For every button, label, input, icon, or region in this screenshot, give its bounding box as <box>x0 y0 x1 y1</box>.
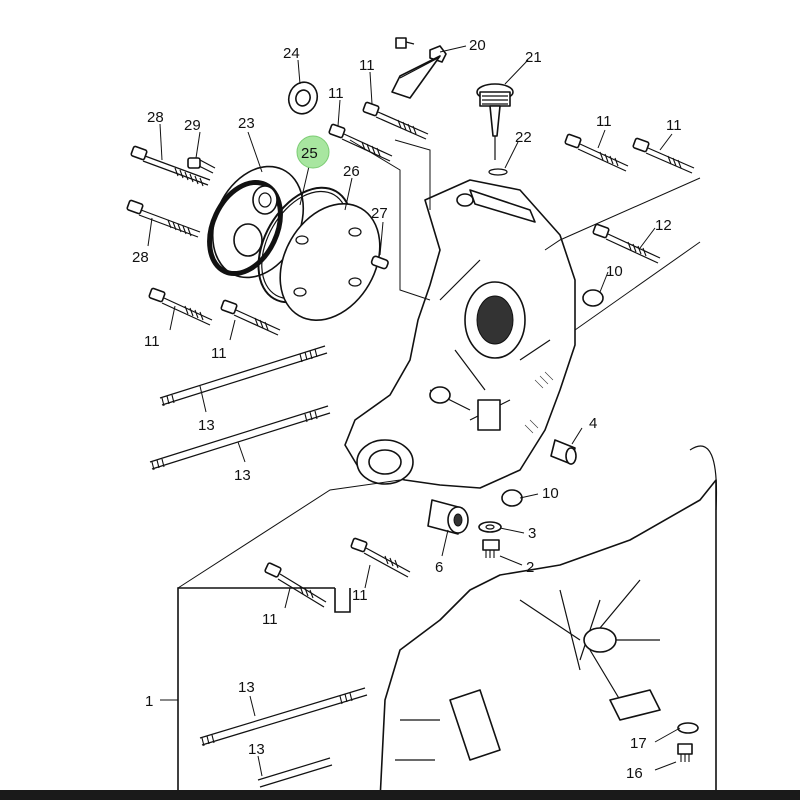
callout-27: 27 <box>371 205 388 222</box>
callout-13-d: 13 <box>248 741 265 758</box>
bolt-11-right-b <box>632 137 695 174</box>
dowel-pin-27 <box>370 255 389 270</box>
callout-labels: 24 20 21 11 11 28 29 23 25 26 27 22 11 1… <box>132 37 682 782</box>
crankcase-right-half <box>379 445 718 800</box>
bolt-11-lower-left <box>264 562 327 608</box>
bolt-16 <box>677 743 693 762</box>
callout-20: 20 <box>469 37 486 54</box>
callout-11-left-b: 11 <box>211 345 227 362</box>
callout-11-left-a: 11 <box>144 333 160 350</box>
callout-16: 16 <box>626 765 643 782</box>
callout-28-upper: 28 <box>147 109 164 126</box>
damper-6 <box>427 499 469 535</box>
stud-13-c <box>199 687 368 747</box>
callout-13-a: 13 <box>198 417 215 434</box>
o-ring-22 <box>488 168 508 176</box>
callout-2: 2 <box>526 559 534 576</box>
bushing-4 <box>550 439 577 465</box>
callout-28-lower: 28 <box>132 249 149 266</box>
callout-11-top-b: 11 <box>359 57 375 74</box>
bolt-11-top-b <box>362 101 429 140</box>
crankcase-cover-23 <box>207 165 305 279</box>
callout-23: 23 <box>238 115 255 132</box>
bolt-11-top-a <box>328 123 393 162</box>
callout-13-c: 13 <box>238 679 255 696</box>
bolt-29 <box>187 157 216 174</box>
callout-22: 22 <box>515 129 532 146</box>
bolt-28-lower <box>126 199 201 238</box>
callout-1: 1 <box>145 693 153 710</box>
bolt-11-left-a <box>148 287 213 326</box>
highlight-25 <box>296 135 330 169</box>
callout-13-b: 13 <box>234 467 251 484</box>
crankcase-left-half <box>344 179 576 489</box>
callout-11-lower-left: 11 <box>262 611 278 628</box>
callout-12: 12 <box>655 217 672 234</box>
washer-3 <box>478 521 502 533</box>
callout-10-upper: 10 <box>606 263 623 280</box>
callout-21: 21 <box>525 49 542 66</box>
bottom-border <box>0 790 800 800</box>
bolt-20 <box>391 37 447 99</box>
dipstick-21 <box>476 83 514 160</box>
callout-4: 4 <box>589 415 597 432</box>
oil-seal-24 <box>287 81 319 115</box>
washer-17 <box>677 722 699 734</box>
bolt-28-upper <box>130 145 211 187</box>
callout-26: 26 <box>343 163 360 180</box>
callout-6: 6 <box>435 559 443 576</box>
callout-11-top-a: 11 <box>328 85 344 102</box>
callout-11-right-a: 11 <box>596 113 612 130</box>
bolt-2 <box>482 539 500 558</box>
callout-25: 25 <box>301 145 318 162</box>
callout-24: 24 <box>283 45 300 62</box>
leader-lines <box>147 45 701 777</box>
bolt-11-left-b <box>220 299 281 336</box>
stud-13-b <box>149 405 331 471</box>
callout-11-lower-mid: 11 <box>352 587 368 604</box>
callout-11-right-b: 11 <box>666 117 682 134</box>
callout-17: 17 <box>630 735 647 752</box>
stud-13-d <box>257 757 333 788</box>
stud-13-a <box>159 345 328 407</box>
bolt-12 <box>592 223 661 264</box>
bushing-10-upper <box>582 289 604 307</box>
gasket-26 <box>279 202 381 322</box>
bushing-10-lower <box>501 489 523 507</box>
callout-10-lower: 10 <box>542 485 559 502</box>
bolt-11-lower-mid <box>350 537 411 578</box>
bolt-11-right-a <box>564 133 629 172</box>
callout-3: 3 <box>528 525 536 542</box>
callout-29: 29 <box>184 117 201 134</box>
